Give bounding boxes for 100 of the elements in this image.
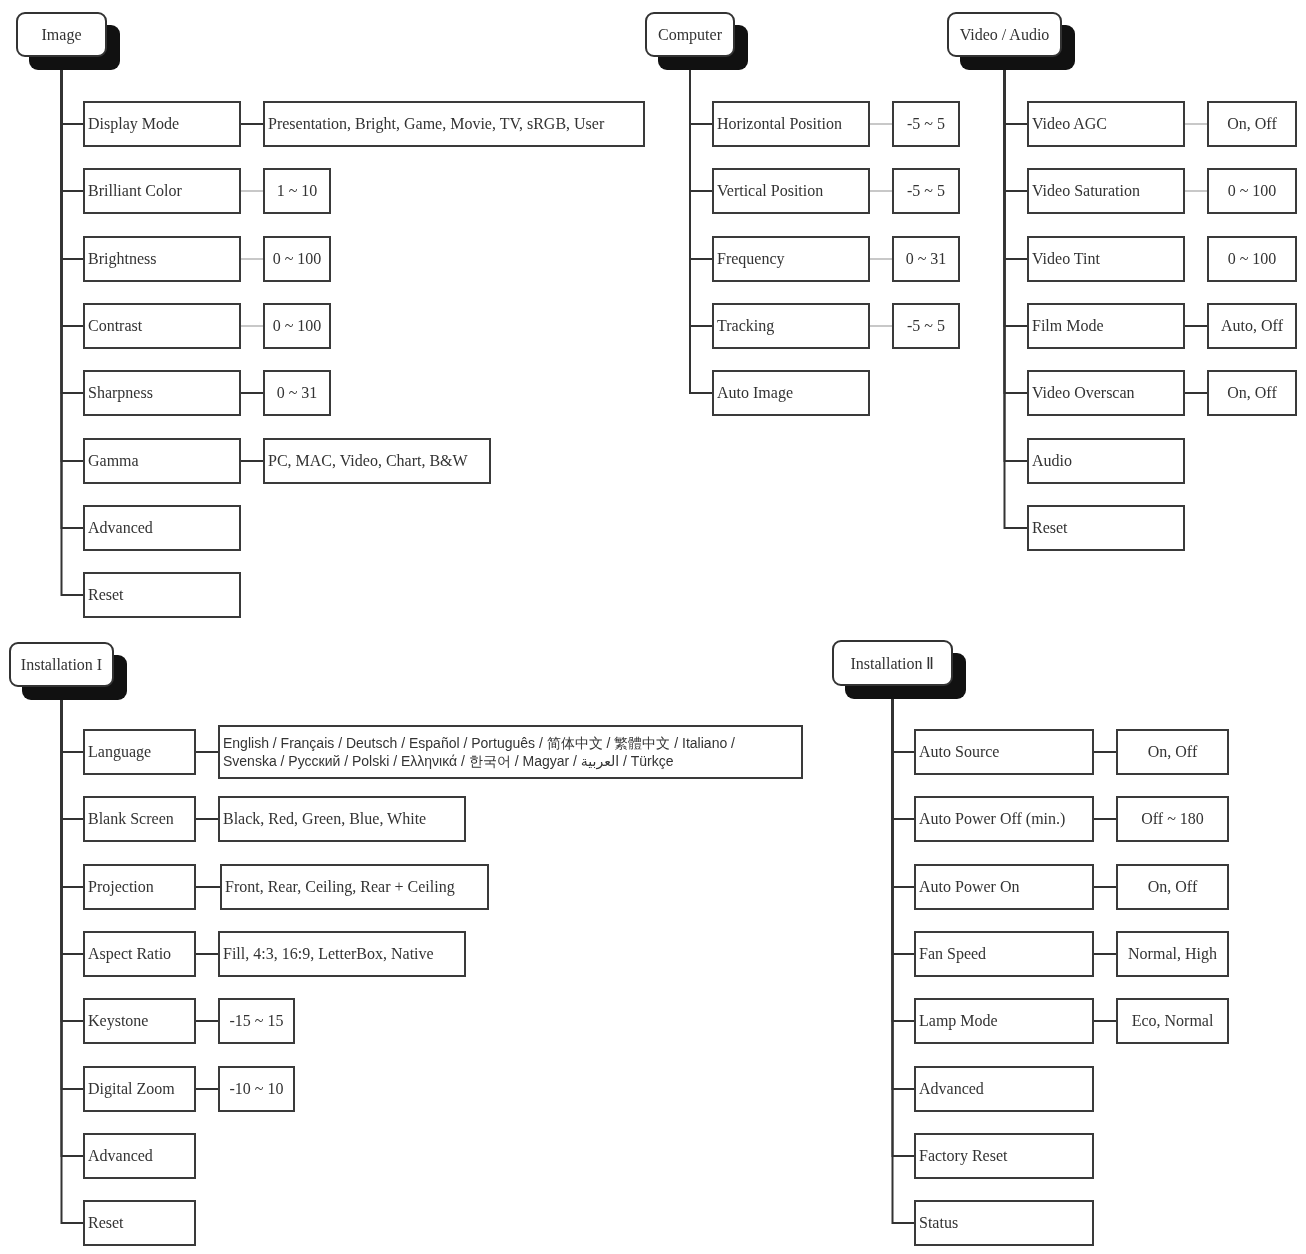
menu-item-box [83,796,196,842]
menu-item-box [83,729,196,775]
option-values: 0 ~ 100 [272,316,322,336]
menu-item-label: Auto Power On [919,877,1020,897]
menu-item-box [83,370,241,416]
menu-item-box [83,101,241,147]
menu-tab [9,642,127,700]
menu-item-label: Advanced [919,1079,984,1099]
menu-item-box [914,796,1094,842]
menu-title: Installation Ⅱ [850,653,935,673]
option-box [1116,864,1229,910]
option-values: -15 ~ 15 [229,1011,284,1031]
option-box [218,1066,295,1112]
option-values: -5 ~ 5 [907,114,945,134]
connector-line [240,325,264,327]
menu-item-label: Lamp Mode [919,1011,998,1031]
menu-item-label: Video Tint [1032,249,1100,269]
menu-tab [16,12,120,70]
menu-item-label: Reset [1032,518,1068,538]
menu-item-box [1027,370,1185,416]
option-values: On, Off [1227,383,1277,403]
connector-line [1093,953,1117,955]
menu-item-box [712,101,870,147]
menu-item-label: Display Mode [88,114,180,134]
menu-item-label: Brightness [88,249,157,269]
option-box [892,101,960,147]
option-box [263,303,331,349]
menu-item-label: Reset [88,1213,124,1233]
connector-line [869,123,893,125]
menu-item-label: Auto Image [717,383,793,403]
menu-tab [645,12,748,70]
option-values: -5 ~ 5 [907,181,945,201]
option-box [1207,303,1297,349]
option-values: Black, Red, Green, Blue, White [223,809,427,829]
menu-item-box [712,236,870,282]
connector-line [195,953,219,955]
option-box [263,168,331,214]
connector-line [1184,190,1208,192]
connector-line [195,1020,219,1022]
option-values: Fill, 4:3, 16:9, LetterBox, Native [223,944,434,964]
menu-item-box [1027,168,1185,214]
option-values: -10 ~ 10 [229,1079,284,1099]
option-box [218,931,466,977]
option-box [1116,796,1229,842]
menu-item-box [83,303,241,349]
menu-item-box [83,1066,196,1112]
option-values: Eco, Normal [1131,1011,1214,1031]
menu-item-label: Video AGC [1032,114,1108,134]
menu-item-label: Contrast [88,316,143,336]
option-values: On, Off [1227,114,1277,134]
menu-item-box [914,1133,1094,1179]
menu-item-label: Factory Reset [919,1146,1008,1166]
menu-item-box [914,1066,1094,1112]
connector-line [195,1088,219,1090]
menu-item-label: Advanced [88,518,153,538]
menu-item-label: Sharpness [88,383,153,403]
option-box [892,168,960,214]
menu-item-box [1027,438,1185,484]
connector-line [195,818,219,820]
menu-item-label: Video Overscan [1032,383,1135,403]
menu-item-label: Tracking [717,316,775,336]
option-box [218,725,803,779]
menu-item-box [1027,101,1185,147]
option-values: 0 ~ 31 [276,383,318,403]
menu-item-box [83,1133,196,1179]
menu-item-box [1027,505,1185,551]
option-box [218,796,466,842]
option-box [1116,729,1229,775]
connector-line [240,460,264,462]
option-box [218,998,295,1044]
menu-item-label: Reset [88,585,124,605]
menu-item-label: Auto Power Off (min.) [919,809,1066,829]
menu-item-label: Fan Speed [919,944,987,964]
connector-line [1184,392,1208,394]
menu-item-box [712,370,870,416]
menu-item-label: Vertical Position [717,181,824,201]
option-box [263,101,645,147]
option-box [1207,236,1297,282]
menu-item-label: Projection [88,877,154,897]
option-values: 0 ~ 100 [272,249,322,269]
connector-line [240,392,264,394]
option-box [263,236,331,282]
option-box [1207,101,1297,147]
menu-item-box [83,998,196,1044]
menu-item-box [914,864,1094,910]
menu-item-label: Keystone [88,1011,149,1031]
menu-item-box [83,168,241,214]
menu-item-box [83,864,196,910]
connector-line [195,886,221,888]
menu-item-box [712,303,870,349]
menu-item-label: Language [88,742,152,762]
connector-line [1184,123,1208,125]
connector-line [689,69,713,394]
menu-item-label: Film Mode [1032,316,1104,336]
option-box [1116,931,1229,977]
menu-item-box [914,729,1094,775]
connector-line [1093,1020,1117,1022]
option-values: Normal, High [1128,944,1217,964]
option-box [1207,168,1297,214]
menu-item-label: Advanced [88,1146,153,1166]
